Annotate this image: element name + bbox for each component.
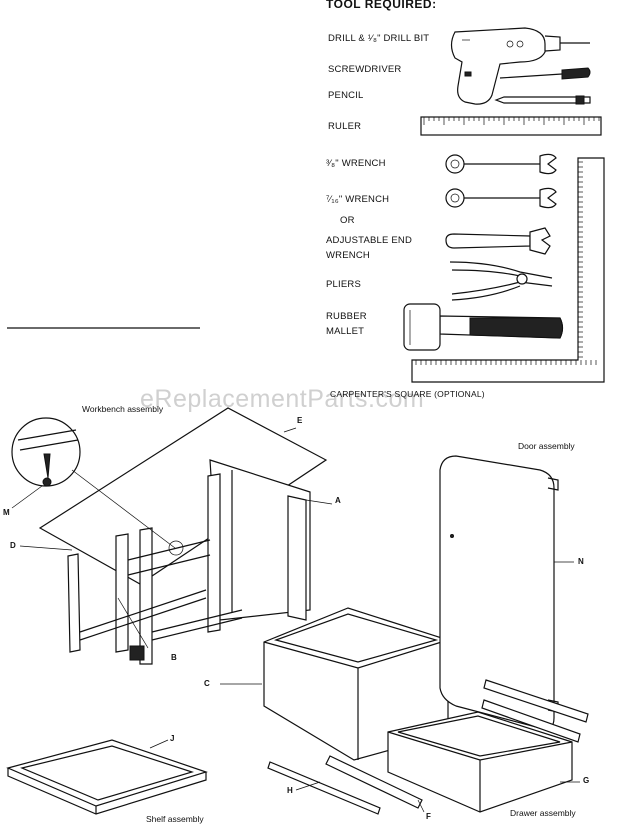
watermark: eReplacementParts.com bbox=[140, 385, 425, 413]
part-label-e: E bbox=[297, 416, 303, 425]
part-label-j: J bbox=[170, 734, 175, 743]
side-rails bbox=[267, 755, 425, 815]
tool-label-pliers: PLIERS bbox=[326, 279, 361, 290]
tool-label-mallet-1: RUBBER bbox=[326, 311, 367, 322]
tool-label-or: OR bbox=[340, 215, 355, 226]
tool-label-square: CARPENTER'S SQUARE (OPTIONAL) bbox=[330, 389, 485, 399]
tool-label-adjustable-2: WRENCH bbox=[326, 250, 370, 261]
tools-heading: TOOL REQUIRED: bbox=[326, 0, 437, 11]
drawer-slides-upper bbox=[481, 679, 589, 743]
tool-label-drill: DRILL & ¹⁄₈" DRILL BIT bbox=[328, 33, 430, 44]
part-label-d: D bbox=[10, 541, 16, 550]
caption-door: Door assembly bbox=[518, 441, 575, 451]
pencil-icon bbox=[494, 95, 591, 105]
shelf-j bbox=[6, 739, 208, 815]
pliers-icon bbox=[449, 261, 553, 301]
carpenters-square-icon bbox=[411, 157, 605, 383]
tool-label-adjustable-1: ADJUSTABLE END bbox=[326, 235, 413, 246]
part-label-m: M bbox=[3, 508, 10, 517]
part-label-c: C bbox=[204, 679, 210, 688]
tool-label-mallet-2: MALLET bbox=[326, 326, 365, 337]
wrench-38-icon bbox=[445, 153, 557, 175]
caption-workbench: Workbench assembly bbox=[82, 404, 164, 414]
ruler-icon bbox=[420, 116, 602, 136]
tool-label-pencil: PENCIL bbox=[328, 90, 364, 101]
part-label-a: A bbox=[335, 496, 341, 505]
caption-drawer: Drawer assembly bbox=[510, 808, 576, 818]
caption-shelf: Shelf assembly bbox=[146, 814, 204, 824]
wrench-716-icon bbox=[445, 187, 557, 209]
screwdriver-icon bbox=[499, 67, 591, 80]
part-label-g: G bbox=[583, 776, 590, 785]
part-label-b: B bbox=[171, 653, 177, 662]
adjustable-wrench-icon bbox=[445, 227, 551, 255]
drawer-g bbox=[387, 711, 580, 813]
tool-label-wrench-38: ³⁄₈" WRENCH bbox=[326, 158, 386, 169]
tool-label-wrench-716: ⁷⁄₁₆" WRENCH bbox=[326, 194, 390, 205]
workbench-assembly bbox=[11, 407, 333, 665]
part-label-h: H bbox=[287, 786, 293, 795]
door-panel bbox=[439, 455, 574, 730]
tool-label-ruler: RULER bbox=[328, 121, 362, 132]
part-label-n: N bbox=[578, 557, 584, 566]
drill-icon bbox=[450, 27, 590, 105]
tool-label-screwdriver: SCREWDRIVER bbox=[328, 64, 402, 75]
part-label-f: F bbox=[426, 812, 431, 821]
rubber-mallet-icon bbox=[403, 303, 564, 351]
